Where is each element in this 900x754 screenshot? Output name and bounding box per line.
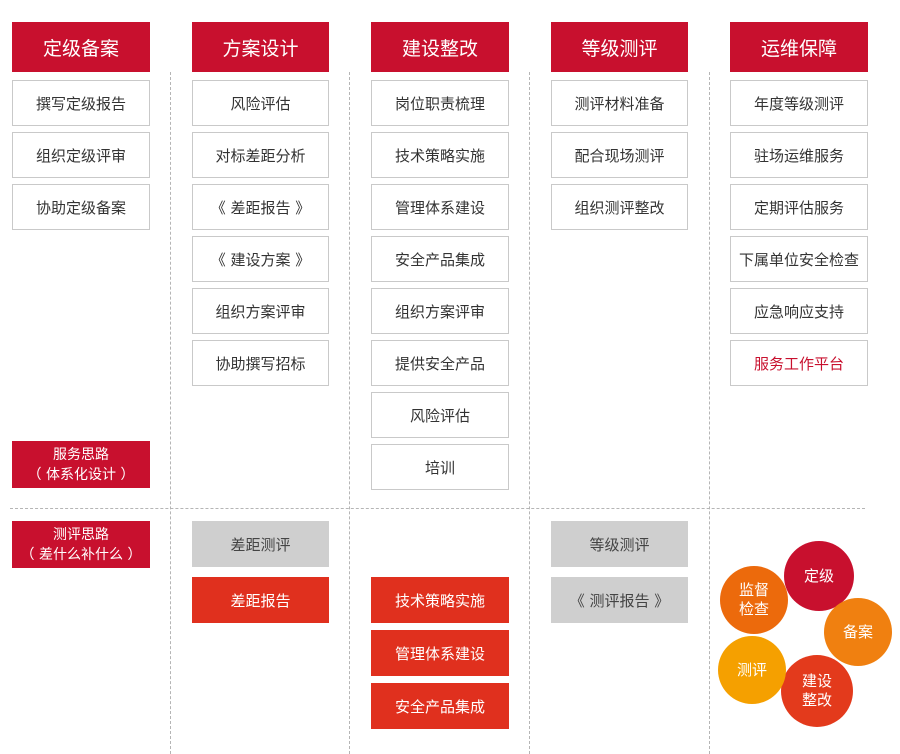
step-box: 组织方案评审 [371,288,509,334]
cycle-circle-ceping: 测评 [718,636,786,704]
cycle-circle-jiandu-jiancha: 监督 检查 [720,566,788,634]
cycle-label: 整改 [801,691,832,709]
service-approach-title: 服务思路 [53,446,109,463]
column-divider-3 [529,72,530,754]
grade-evaluation-box: 等级测评 [551,521,688,567]
step-box: 对标差距分析 [192,132,329,178]
step-box: 驻场运维服务 [730,132,868,178]
step-box: 配合现场测评 [551,132,688,178]
cycle-label: 备案 [842,622,873,641]
gap-report-box: 差距报告 [192,577,329,623]
step-box: 撰写定级报告 [12,80,150,126]
service-approach-subtitle: （ 体系化设计 ） [27,466,135,483]
cycle-circle-dingji: 定级 [784,541,854,611]
step-box: 测评材料准备 [551,80,688,126]
step-box: 组织方案评审 [192,288,329,334]
column-divider-2 [349,72,350,754]
step-box: 年度等级测评 [730,80,868,126]
management-system-box: 管理体系建设 [371,630,509,676]
cycle-circle-bean: 备案 [824,598,892,666]
step-box: 应急响应支持 [730,288,868,334]
header-fangan-sheji: 方案设计 [192,22,329,72]
cycle-label: 建设 [801,672,832,690]
gap-evaluation-box: 差距测评 [192,521,329,567]
step-box: 技术策略实施 [371,132,509,178]
cycle-label: 定级 [803,566,834,585]
step-box: 培训 [371,444,509,490]
security-product-box: 安全产品集成 [371,683,509,729]
service-approach-label: 服务思路 （ 体系化设计 ） [12,441,150,488]
header-jianshe-zhenggai: 建设整改 [371,22,509,72]
cycle-circle-jianshe-zhenggai: 建设 整改 [781,655,853,727]
step-box: 提供安全产品 [371,340,509,386]
step-box: 定期评估服务 [730,184,868,230]
header-yunwei-baozhang: 运维保障 [730,22,868,72]
section-divider [10,508,865,509]
step-box: 风险评估 [192,80,329,126]
evaluation-approach-subtitle: （ 差什么补什么 ） [20,546,142,563]
evaluation-approach-label: 测评思路 （ 差什么补什么 ） [12,521,150,568]
cycle-label: 监督 [738,581,769,599]
column-divider-4 [709,72,710,754]
step-box: 协助撰写招标 [192,340,329,386]
service-platform-box: 服务工作平台 [730,340,868,386]
step-box: 《 差距报告 》 [192,184,329,230]
cycle-label: 检查 [738,600,769,618]
header-dengji-ceping: 等级测评 [551,22,688,72]
step-box: 安全产品集成 [371,236,509,282]
step-box: 组织测评整改 [551,184,688,230]
header-dingji-bean: 定级备案 [12,22,150,72]
column-divider-1 [170,72,171,754]
step-box: 协助定级备案 [12,184,150,230]
tech-strategy-box: 技术策略实施 [371,577,509,623]
step-box: 岗位职责梳理 [371,80,509,126]
evaluation-report-box: 《 测评报告 》 [551,577,688,623]
step-box: 《 建设方案 》 [192,236,329,282]
evaluation-approach-title: 测评思路 [53,526,109,543]
step-box: 风险评估 [371,392,509,438]
step-box: 下属单位安全检查 [730,236,868,282]
cycle-label: 测评 [736,660,767,679]
step-box: 管理体系建设 [371,184,509,230]
step-box: 组织定级评审 [12,132,150,178]
